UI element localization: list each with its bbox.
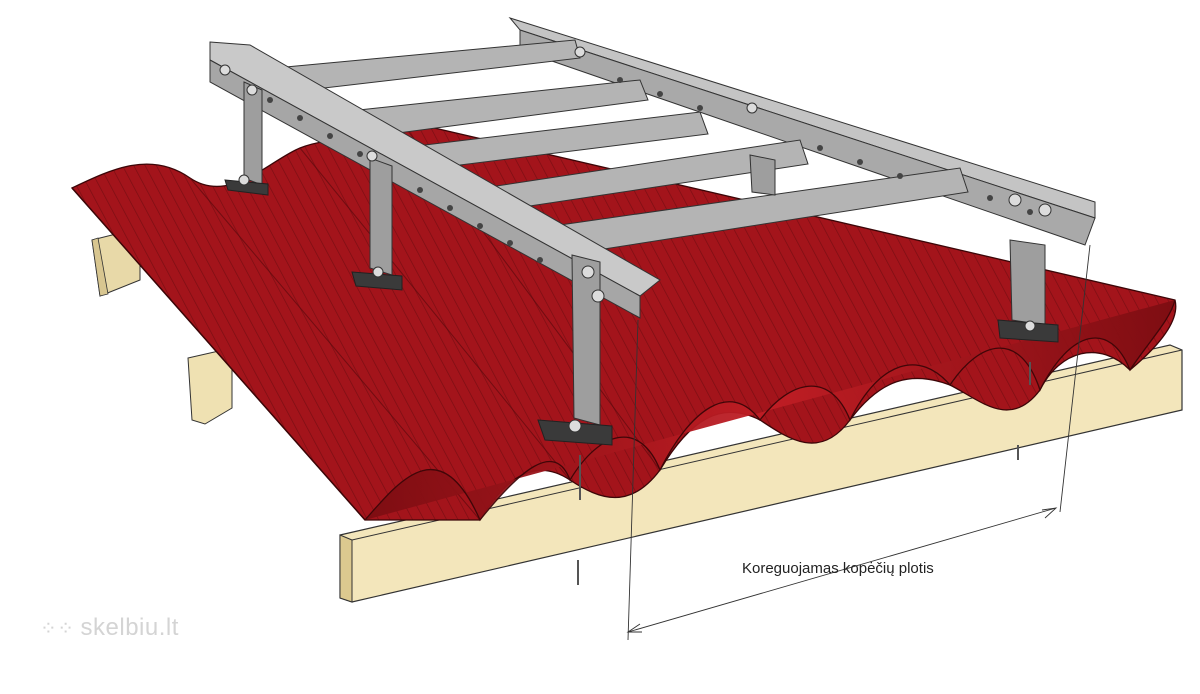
corrugated-roof-sheet [70,119,1177,522]
roof-ladder [209,17,1096,446]
watermark: ⁘⁘skelbiu.lt [40,614,179,642]
width-dimension [626,244,1091,641]
roof-screws [577,362,1031,585]
dotted-flower-logo-icon: ⁘⁘ [40,618,75,640]
adjustable-width-label: Koreguojamas kopėčių plotis [742,560,934,577]
watermark-text: skelbiu.lt [80,614,179,641]
